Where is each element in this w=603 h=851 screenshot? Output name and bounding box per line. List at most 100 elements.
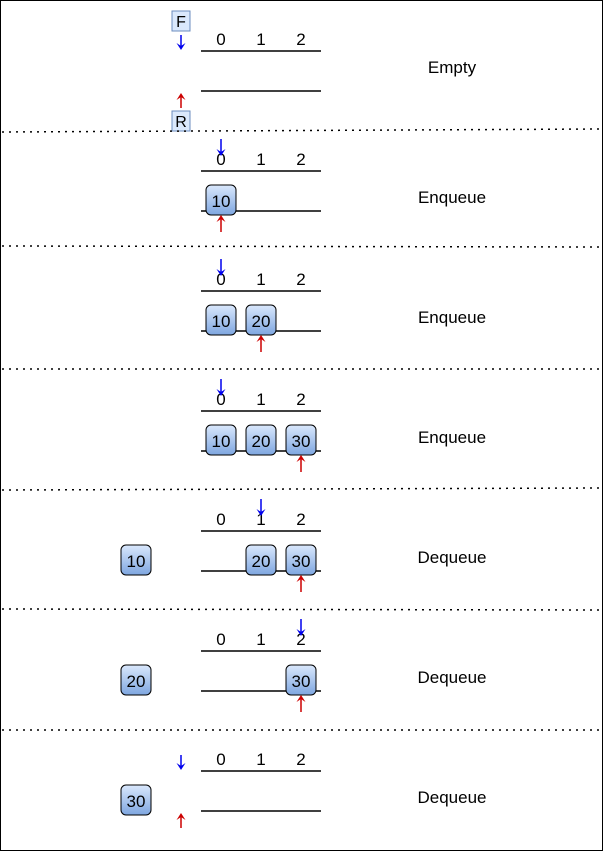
rear-label-rect bbox=[171, 110, 191, 132]
front-pointer-arrow bbox=[176, 35, 186, 50]
front-pointer-arrow bbox=[256, 499, 266, 516]
front-pointer-arrow-head bbox=[176, 763, 186, 770]
rear-pointer-arrow bbox=[296, 695, 306, 712]
rear-pointer-arrow-head bbox=[176, 813, 186, 820]
queue-element-box: 30 bbox=[285, 664, 317, 696]
queue-element-box: 10 bbox=[205, 304, 237, 336]
rear-pointer-arrow bbox=[296, 575, 306, 592]
front-pointer-arrow bbox=[216, 379, 226, 396]
queue-element-box: 30 bbox=[285, 424, 317, 456]
index-label: 1 bbox=[256, 510, 265, 529]
dequeued-element-box-text: 10 bbox=[127, 552, 146, 571]
rear-pointer-arrow-head bbox=[296, 455, 306, 462]
front-pointer-arrow bbox=[296, 619, 306, 636]
queue-state-0: 0 1 2 F R Empty bbox=[171, 10, 477, 132]
operation-label: Dequeue bbox=[417, 548, 486, 567]
rear-label: R bbox=[171, 110, 191, 132]
rear-pointer-arrow bbox=[216, 215, 226, 232]
front-label: F bbox=[171, 10, 191, 32]
state-separator bbox=[1, 245, 602, 248]
rear-pointer-arrow-head bbox=[296, 575, 306, 582]
index-label: 2 bbox=[296, 630, 305, 649]
front-label-text: F bbox=[176, 14, 186, 31]
rear-pointer-arrow-head bbox=[256, 335, 266, 342]
front-label-rect bbox=[171, 10, 191, 32]
queue-state-1: 0 1 2 10 Enqueue bbox=[201, 139, 486, 232]
queue-element-box-text: 10 bbox=[212, 192, 231, 211]
front-pointer-arrow bbox=[216, 259, 226, 276]
queue-element-box-text: 20 bbox=[252, 552, 271, 571]
queue-element-box-rect bbox=[245, 544, 277, 576]
queue-element-box: 20 bbox=[245, 544, 277, 576]
dequeued-element-box-rect bbox=[120, 544, 152, 576]
queue-element-box-text: 30 bbox=[292, 672, 311, 691]
index-label: 2 bbox=[296, 150, 305, 169]
operation-label: Enqueue bbox=[418, 188, 486, 207]
front-pointer-arrow-head bbox=[216, 269, 226, 276]
rear-pointer-arrow-head bbox=[176, 93, 186, 100]
front-pointer-arrow-head bbox=[216, 389, 226, 396]
queue-state-3: 0 1 2 10 20 30 Enqueue bbox=[201, 379, 486, 472]
index-label: 2 bbox=[296, 390, 305, 409]
rear-pointer-arrow bbox=[256, 335, 266, 352]
dequeued-element-box-text: 30 bbox=[127, 792, 146, 811]
dequeued-element-box-text: 20 bbox=[127, 672, 146, 691]
rear-pointer-arrow bbox=[176, 93, 186, 108]
queue-state-6: 0 1 2 30 Dequeue bbox=[120, 750, 487, 828]
rear-pointer-arrow-head bbox=[216, 215, 226, 222]
operation-label: Enqueue bbox=[418, 308, 486, 327]
rear-pointer-arrow-head bbox=[296, 695, 306, 702]
operation-label: Dequeue bbox=[417, 788, 486, 807]
index-label: 1 bbox=[256, 390, 265, 409]
queue-element-box-text: 10 bbox=[212, 432, 231, 451]
front-pointer-arrow bbox=[176, 755, 186, 770]
index-label: 2 bbox=[296, 270, 305, 289]
queue-element-box: 20 bbox=[245, 424, 277, 456]
index-label: 2 bbox=[296, 30, 305, 49]
index-label: 1 bbox=[256, 150, 265, 169]
front-pointer-arrow bbox=[216, 139, 226, 156]
dequeued-element-box: 30 bbox=[120, 784, 152, 816]
index-label: 0 bbox=[216, 630, 225, 649]
front-pointer-arrow-head bbox=[296, 629, 306, 636]
queue-element-box-rect bbox=[205, 304, 237, 336]
queue-element-box: 20 bbox=[245, 304, 277, 336]
rear-pointer-arrow bbox=[176, 813, 186, 828]
queue-element-box-rect bbox=[205, 424, 237, 456]
queue-element-box-text: 30 bbox=[292, 552, 311, 571]
queue-element-box-rect bbox=[245, 424, 277, 456]
operation-label: Empty bbox=[428, 58, 477, 77]
queue-state-2: 0 1 2 10 20 Enqueue bbox=[201, 259, 486, 352]
operation-label: Dequeue bbox=[417, 668, 486, 687]
rear-label-text: R bbox=[175, 114, 187, 131]
index-label: 0 bbox=[216, 30, 225, 49]
queue-element-box: 10 bbox=[205, 424, 237, 456]
queue-state-5: 0 1 2 30 20 Dequeue bbox=[120, 619, 487, 712]
dequeued-element-box-rect bbox=[120, 784, 152, 816]
dequeued-element-box-rect bbox=[120, 664, 152, 696]
index-label: 0 bbox=[216, 750, 225, 769]
queue-element-box-text: 10 bbox=[212, 312, 231, 331]
index-label: 0 bbox=[216, 270, 225, 289]
index-label: 1 bbox=[256, 630, 265, 649]
index-label: 1 bbox=[256, 270, 265, 289]
operation-label: Enqueue bbox=[418, 428, 486, 447]
rear-pointer-arrow bbox=[296, 455, 306, 472]
index-label: 1 bbox=[256, 30, 265, 49]
queue-element-box-text: 30 bbox=[292, 432, 311, 451]
index-label: 1 bbox=[256, 750, 265, 769]
queue-element-box: 10 bbox=[205, 184, 237, 216]
queue-element-box-text: 20 bbox=[252, 432, 271, 451]
queue-element-box-text: 20 bbox=[252, 312, 271, 331]
queue-element-box: 30 bbox=[285, 544, 317, 576]
index-label: 0 bbox=[216, 150, 225, 169]
index-label: 0 bbox=[216, 390, 225, 409]
state-separator bbox=[1, 487, 602, 491]
dequeued-element-box: 10 bbox=[120, 544, 152, 576]
front-pointer-arrow-head bbox=[256, 509, 266, 516]
index-label: 2 bbox=[296, 510, 305, 529]
index-label: 2 bbox=[296, 750, 305, 769]
front-pointer-arrow-head bbox=[176, 43, 186, 50]
